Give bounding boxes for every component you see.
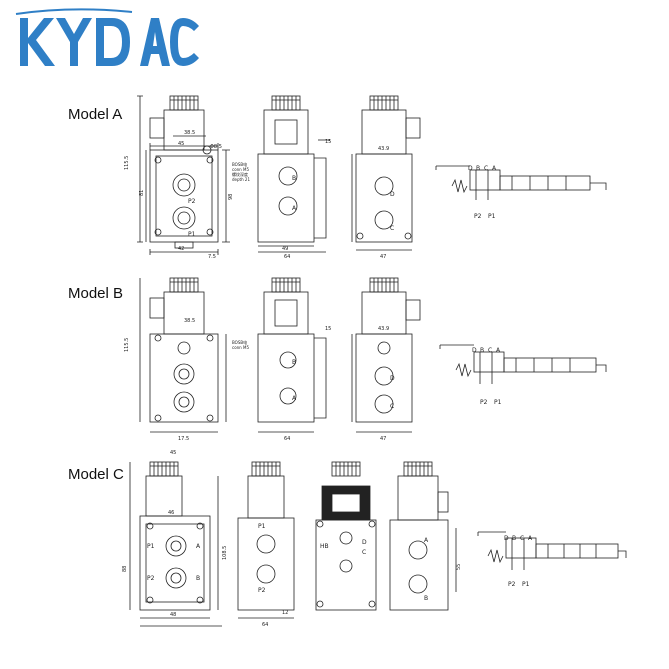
port-c-front-p1: P1 — [147, 543, 155, 550]
dim-b-front-115-5: 115.5 — [124, 338, 130, 352]
note-a-side-3: 螺纹深度 — [232, 171, 248, 177]
schem-a-port-a: A — [492, 165, 497, 172]
model-b-hydraulic-schematic — [439, 344, 607, 384]
dim-a-front-98: 98 — [228, 194, 234, 200]
dim-c-front-46: 46 — [168, 510, 174, 516]
schem-a-port-b: B — [476, 165, 480, 172]
model-c-port-face-view — [315, 461, 377, 611]
model-b-rear-view — [351, 277, 421, 433]
dim-b-front-48: 17.5 — [178, 436, 189, 442]
dim-a-rear-43-9: 43.9 — [378, 146, 389, 152]
note-b-side-2: conn M5 — [232, 345, 249, 350]
port-c-side-p2: P2 — [258, 587, 266, 594]
note-a-side-2: conn M5 — [232, 167, 249, 172]
port-c-face-d: D — [362, 539, 367, 546]
port-c-front-p2: P2 — [147, 575, 155, 582]
port-a-front-p2: P2 — [188, 198, 196, 205]
port-a-side-a: A — [292, 205, 297, 212]
dim-c-front-45: 45 — [170, 450, 176, 456]
model-a-front-view — [137, 95, 230, 255]
model-c-front-view — [129, 461, 222, 627]
port-b-rear-d: D — [390, 375, 395, 382]
port-b-side-b: B — [292, 359, 296, 366]
port-c-front-b: B — [196, 575, 200, 582]
schem-a-p1: P1 — [488, 213, 496, 220]
dim-b-rear-43-9: 43.9 — [378, 326, 389, 332]
port-c-rear-a: A — [424, 537, 429, 544]
dim-a-side-15: 15 — [325, 139, 331, 145]
note-a-side-1: BOSB电 — [232, 161, 247, 167]
dim-a-side-49: 49 — [282, 246, 288, 252]
schem-b-p1: P1 — [494, 399, 502, 406]
port-b-rear-c: C — [390, 403, 394, 410]
schem-a-port-d: D — [468, 165, 473, 172]
dim-a-front-phi: Φ8.5 — [210, 144, 222, 150]
schem-c-p1: P1 — [522, 581, 530, 588]
note-a-side-4: depth 21 — [232, 177, 250, 182]
dim-a-front-45: 45 — [178, 141, 184, 147]
dim-c-front-108-5: 108.5 — [222, 546, 228, 560]
schem-c-port-b: B — [512, 535, 516, 542]
model-c-hydraulic-schematic — [477, 531, 627, 570]
port-c-side-p1: P1 — [258, 523, 266, 530]
dim-a-front-48: 42 — [178, 246, 184, 252]
schem-a-p2: P2 — [474, 213, 482, 220]
dim-c-rear-55: 55 — [456, 564, 462, 570]
dim-c-side-64: 64 — [262, 622, 268, 628]
kydac-logo — [15, 8, 199, 66]
port-c-face-hb: HB — [320, 543, 329, 550]
model-c-label: Model C — [68, 466, 124, 483]
dim-a-front-7-5: 7.5 — [208, 254, 216, 260]
model-b-label: Model B — [68, 285, 124, 302]
model-a-hydraulic-schematic — [435, 165, 607, 200]
model-b-front-view — [139, 277, 227, 433]
port-a-front-p1: P1 — [188, 231, 196, 238]
dim-a-rear-47: 47 — [380, 254, 386, 260]
port-a-rear-d: D — [390, 191, 395, 198]
dim-a-front-115-5: 115.5 — [124, 156, 130, 170]
port-a-rear-c: C — [390, 225, 394, 232]
model-a-label: Model A — [68, 106, 123, 123]
schem-c-port-d: D — [504, 535, 509, 542]
model-c-side-view — [237, 461, 295, 619]
dim-c-front-88: 88 — [122, 566, 128, 572]
model-b-side-view — [257, 277, 327, 433]
schem-a-port-c: C — [484, 165, 488, 172]
dim-a-front-81: 81 — [139, 190, 145, 196]
dim-c-front-48: 48 — [170, 612, 176, 618]
schem-c-port-c: C — [520, 535, 524, 542]
port-a-side-b: B — [292, 175, 296, 182]
port-c-face-c: C — [362, 549, 366, 556]
port-c-front-a: A — [196, 543, 201, 550]
model-c-rear-view — [389, 461, 457, 611]
dim-a-front-38-5: 38.5 — [184, 130, 195, 136]
dim-b-rear-47: 47 — [380, 436, 386, 442]
dim-b-front-38-5: 38.5 — [184, 318, 195, 324]
schem-b-p2: P2 — [480, 399, 488, 406]
schem-b-port-c: C — [488, 347, 492, 354]
note-b-side-1: BOSB电 — [232, 339, 247, 345]
dim-a-side-64: 64 — [284, 254, 290, 260]
model-a-rear-view — [351, 95, 421, 251]
schem-b-port-a: A — [496, 347, 501, 354]
schem-b-port-b: B — [480, 347, 484, 354]
dim-c-side-12: 12 — [282, 610, 288, 616]
schem-c-port-a: A — [528, 535, 533, 542]
schem-c-p2: P2 — [508, 581, 516, 588]
logo-wordmark-picture — [15, 8, 199, 66]
port-b-side-a: A — [292, 395, 297, 402]
dim-b-side-64: 64 — [284, 436, 290, 442]
model-a-side-view — [257, 95, 330, 253]
schem-b-port-d: D — [472, 347, 477, 354]
dim-b-side-15: 15 — [325, 326, 331, 332]
port-c-rear-b: B — [424, 595, 428, 602]
